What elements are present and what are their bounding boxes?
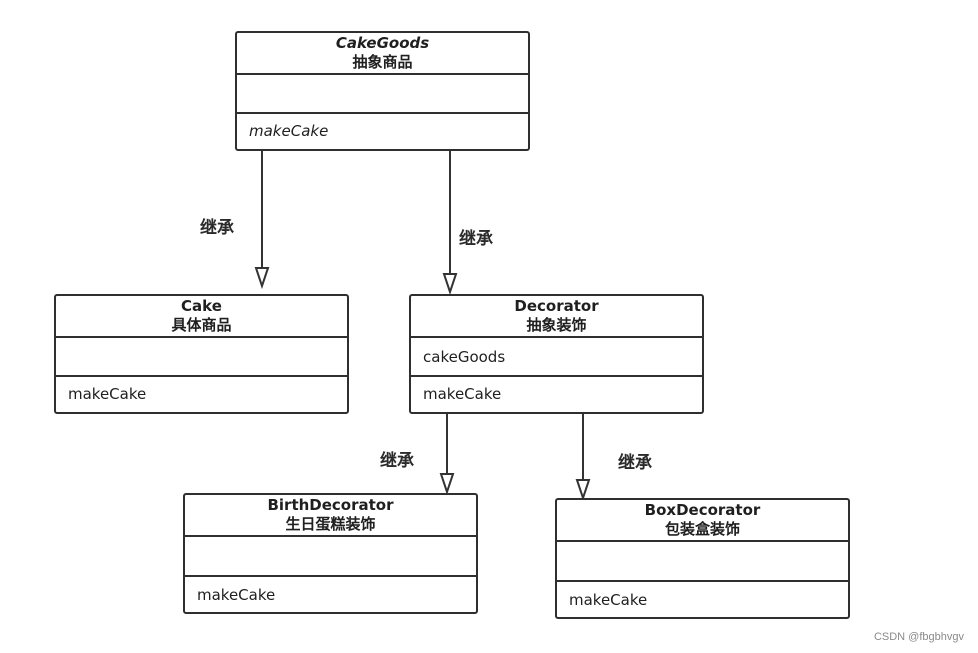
class-header: BirthDecorator 生日蛋糕装饰 bbox=[185, 495, 476, 537]
arrowhead-cake bbox=[254, 267, 270, 290]
class-cake[interactable]: Cake 具体商品 makeCake bbox=[54, 294, 349, 414]
relation-label-decorator: 继承 bbox=[459, 229, 493, 249]
class-header: Decorator 抽象装饰 bbox=[411, 296, 702, 338]
class-description: 抽象装饰 bbox=[526, 316, 587, 334]
class-methods: makeCake bbox=[569, 591, 648, 609]
class-methods: makeCake bbox=[68, 385, 147, 403]
class-attributes: cakeGoods bbox=[411, 338, 702, 377]
class-header: Cake 具体商品 bbox=[56, 296, 347, 338]
class-header: CakeGoods 抽象商品 bbox=[237, 33, 528, 75]
class-methods: makeCake bbox=[423, 385, 502, 403]
class-birthdecorator[interactable]: BirthDecorator 生日蛋糕装饰 makeCake bbox=[183, 493, 478, 614]
class-name: BirthDecorator bbox=[267, 496, 394, 514]
arrowhead-box bbox=[575, 479, 591, 502]
watermark: CSDN @fbgbhvgv bbox=[873, 631, 964, 643]
class-cakegoods[interactable]: CakeGoods 抽象商品 makeCake bbox=[235, 31, 530, 151]
class-name: CakeGoods bbox=[335, 34, 430, 52]
class-decorator[interactable]: Decorator 抽象装饰 cakeGoods makeCake bbox=[409, 294, 704, 414]
class-methods: makeCake bbox=[197, 586, 276, 604]
relation-label-cake: 继承 bbox=[200, 218, 234, 238]
arrowhead-decorator bbox=[442, 273, 458, 296]
class-name: Decorator bbox=[514, 297, 599, 315]
class-header: BoxDecorator 包装盒装饰 bbox=[557, 500, 848, 542]
class-attributes bbox=[56, 338, 347, 377]
class-methods: makeCake bbox=[249, 122, 329, 140]
class-description: 包装盒装饰 bbox=[664, 520, 740, 538]
class-description: 抽象商品 bbox=[352, 53, 413, 71]
class-attributes bbox=[237, 75, 528, 114]
class-description: 具体商品 bbox=[171, 316, 232, 334]
relation-label-birth: 继承 bbox=[380, 451, 414, 471]
class-attributes bbox=[185, 537, 476, 577]
class-boxdecorator[interactable]: BoxDecorator 包装盒装饰 makeCake bbox=[555, 498, 850, 619]
relation-label-box: 继承 bbox=[618, 453, 652, 473]
class-attributes bbox=[557, 542, 848, 582]
arrowhead-birth bbox=[439, 473, 455, 496]
class-description: 生日蛋糕装饰 bbox=[285, 515, 376, 533]
class-name: BoxDecorator bbox=[644, 501, 761, 519]
class-name: Cake bbox=[181, 297, 222, 315]
